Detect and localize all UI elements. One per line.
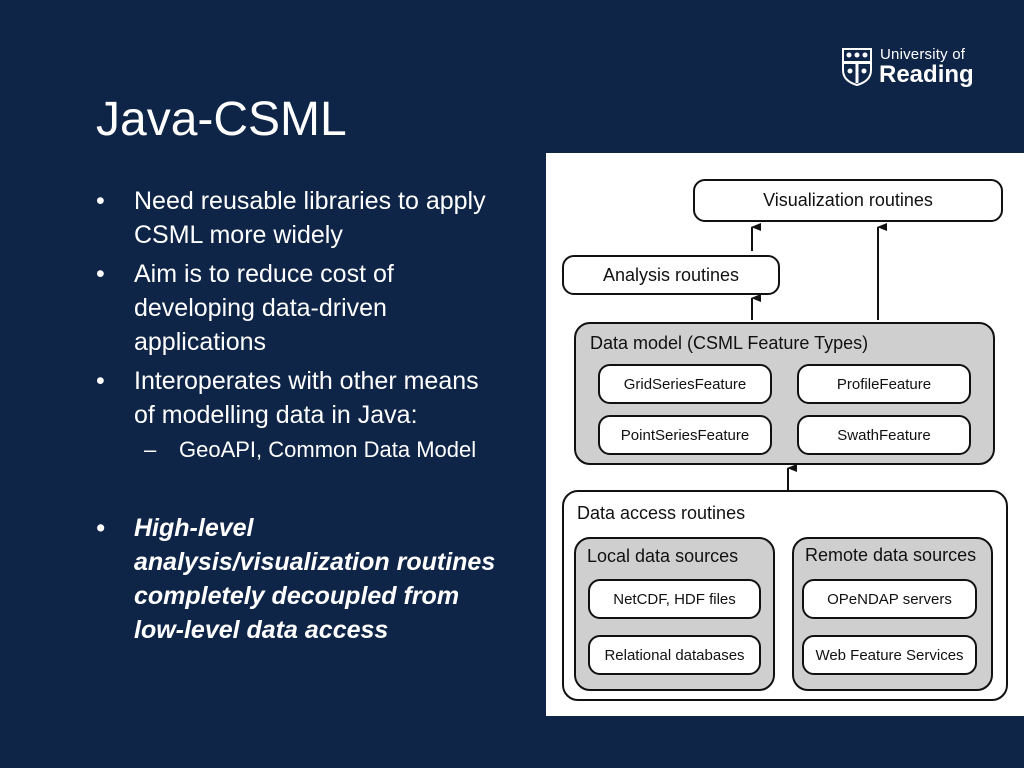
remote-data-sources-label: Remote data sources bbox=[805, 545, 977, 565]
sub-bullet-text: GeoAPI, Common Data Model bbox=[179, 437, 477, 462]
bullet-item: • Interoperates with other means of mode… bbox=[96, 364, 496, 432]
opendap-servers-box: OPeNDAP servers bbox=[802, 579, 977, 619]
bullet-glyph: • bbox=[96, 367, 105, 395]
logo-line-1: University of bbox=[880, 46, 966, 63]
dash-glyph: – bbox=[144, 437, 157, 462]
bullet-item: • Need reusable libraries to apply CSML … bbox=[96, 184, 496, 252]
data-model-label: Data model (CSML Feature Types) bbox=[590, 333, 869, 353]
local-data-sources-label: Local data sources bbox=[587, 546, 739, 566]
bullet-text: Interoperates with other means of modell… bbox=[134, 367, 479, 429]
swath-feature-box: SwathFeature bbox=[797, 415, 971, 455]
slide-title: Java-CSML bbox=[96, 93, 347, 146]
emphasis-bullet-item: • High-level analysis/visualization rout… bbox=[96, 511, 496, 647]
sub-bullet-item: – GeoAPI, Common Data Model bbox=[96, 435, 496, 465]
analysis-routines-box: Analysis routines bbox=[562, 255, 780, 295]
bullet-item: • Aim is to reduce cost of developing da… bbox=[96, 257, 496, 359]
web-feature-services-box: Web Feature Services bbox=[802, 635, 977, 675]
bullet-glyph: • bbox=[96, 514, 105, 542]
bullet-text: Aim is to reduce cost of developing data… bbox=[134, 260, 394, 356]
profile-feature-box: ProfileFeature bbox=[797, 364, 971, 404]
crest-icon bbox=[842, 48, 872, 86]
relational-databases-box: Relational databases bbox=[588, 635, 761, 675]
university-logo: University of Reading bbox=[842, 46, 982, 92]
gridseries-feature-box: GridSeriesFeature bbox=[598, 364, 772, 404]
logo-line-2: Reading bbox=[879, 61, 974, 88]
bullet-list: • Need reusable libraries to apply CSML … bbox=[96, 184, 496, 652]
architecture-diagram: Visualization routines Analysis routines… bbox=[546, 153, 1024, 716]
bullet-text: Need reusable libraries to apply CSML mo… bbox=[134, 187, 486, 249]
pointseries-feature-box: PointSeriesFeature bbox=[598, 415, 772, 455]
bullet-glyph: • bbox=[96, 187, 105, 215]
netcdf-hdf-files-box: NetCDF, HDF files bbox=[588, 579, 761, 619]
emphasis-bullet-text: High-level analysis/visualization routin… bbox=[134, 514, 496, 644]
bullet-glyph: • bbox=[96, 260, 105, 288]
diagram-arrows bbox=[751, 223, 887, 490]
visualization-routines-box: Visualization routines bbox=[693, 179, 1003, 222]
data-access-label: Data access routines bbox=[577, 503, 746, 523]
